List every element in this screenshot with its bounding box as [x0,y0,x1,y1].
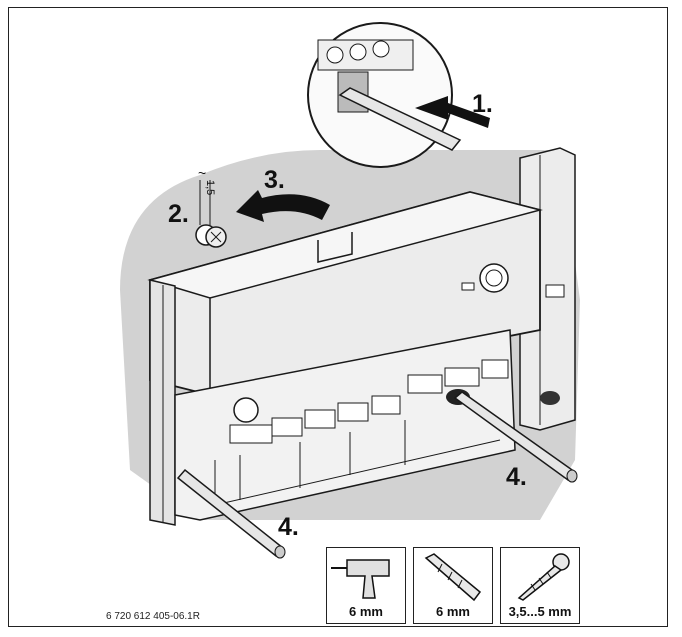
tool-box-drill: 6 mm [326,547,406,624]
tool-drill-size: 6 mm [349,604,383,619]
wall-plug-icon [424,553,482,602]
tool-box-wall-plug: 6 mm [413,547,493,624]
screwdriver-right [453,391,578,483]
push-arrow [415,96,490,128]
step-4-left-label: 4. [278,513,299,541]
step-1-label: 1. [472,90,493,118]
screwdriver-left [176,468,286,559]
figure-frame [8,7,668,627]
dimension-value: 1,5 [204,180,216,196]
detail-magnifier [307,22,462,168]
tool-wall-plug-size: 6 mm [436,604,470,619]
terminal-base [174,329,516,521]
step-3-label: 3. [264,166,285,194]
screw-icon [517,553,570,601]
step-2-label: 2. [168,200,189,228]
figure-code: 6 720 612 405-06.1R [106,611,200,622]
dimension-approx: ~ [198,165,207,181]
tool-box-screw: 3,5...5 mm [500,547,580,624]
tool-screw-size: 3,5...5 mm [508,604,572,619]
drill-icon [331,559,390,599]
curved-arrow [236,190,330,222]
side-panel [149,279,176,526]
step-4-right-label: 4. [506,463,527,491]
fixing-screw [195,180,227,248]
